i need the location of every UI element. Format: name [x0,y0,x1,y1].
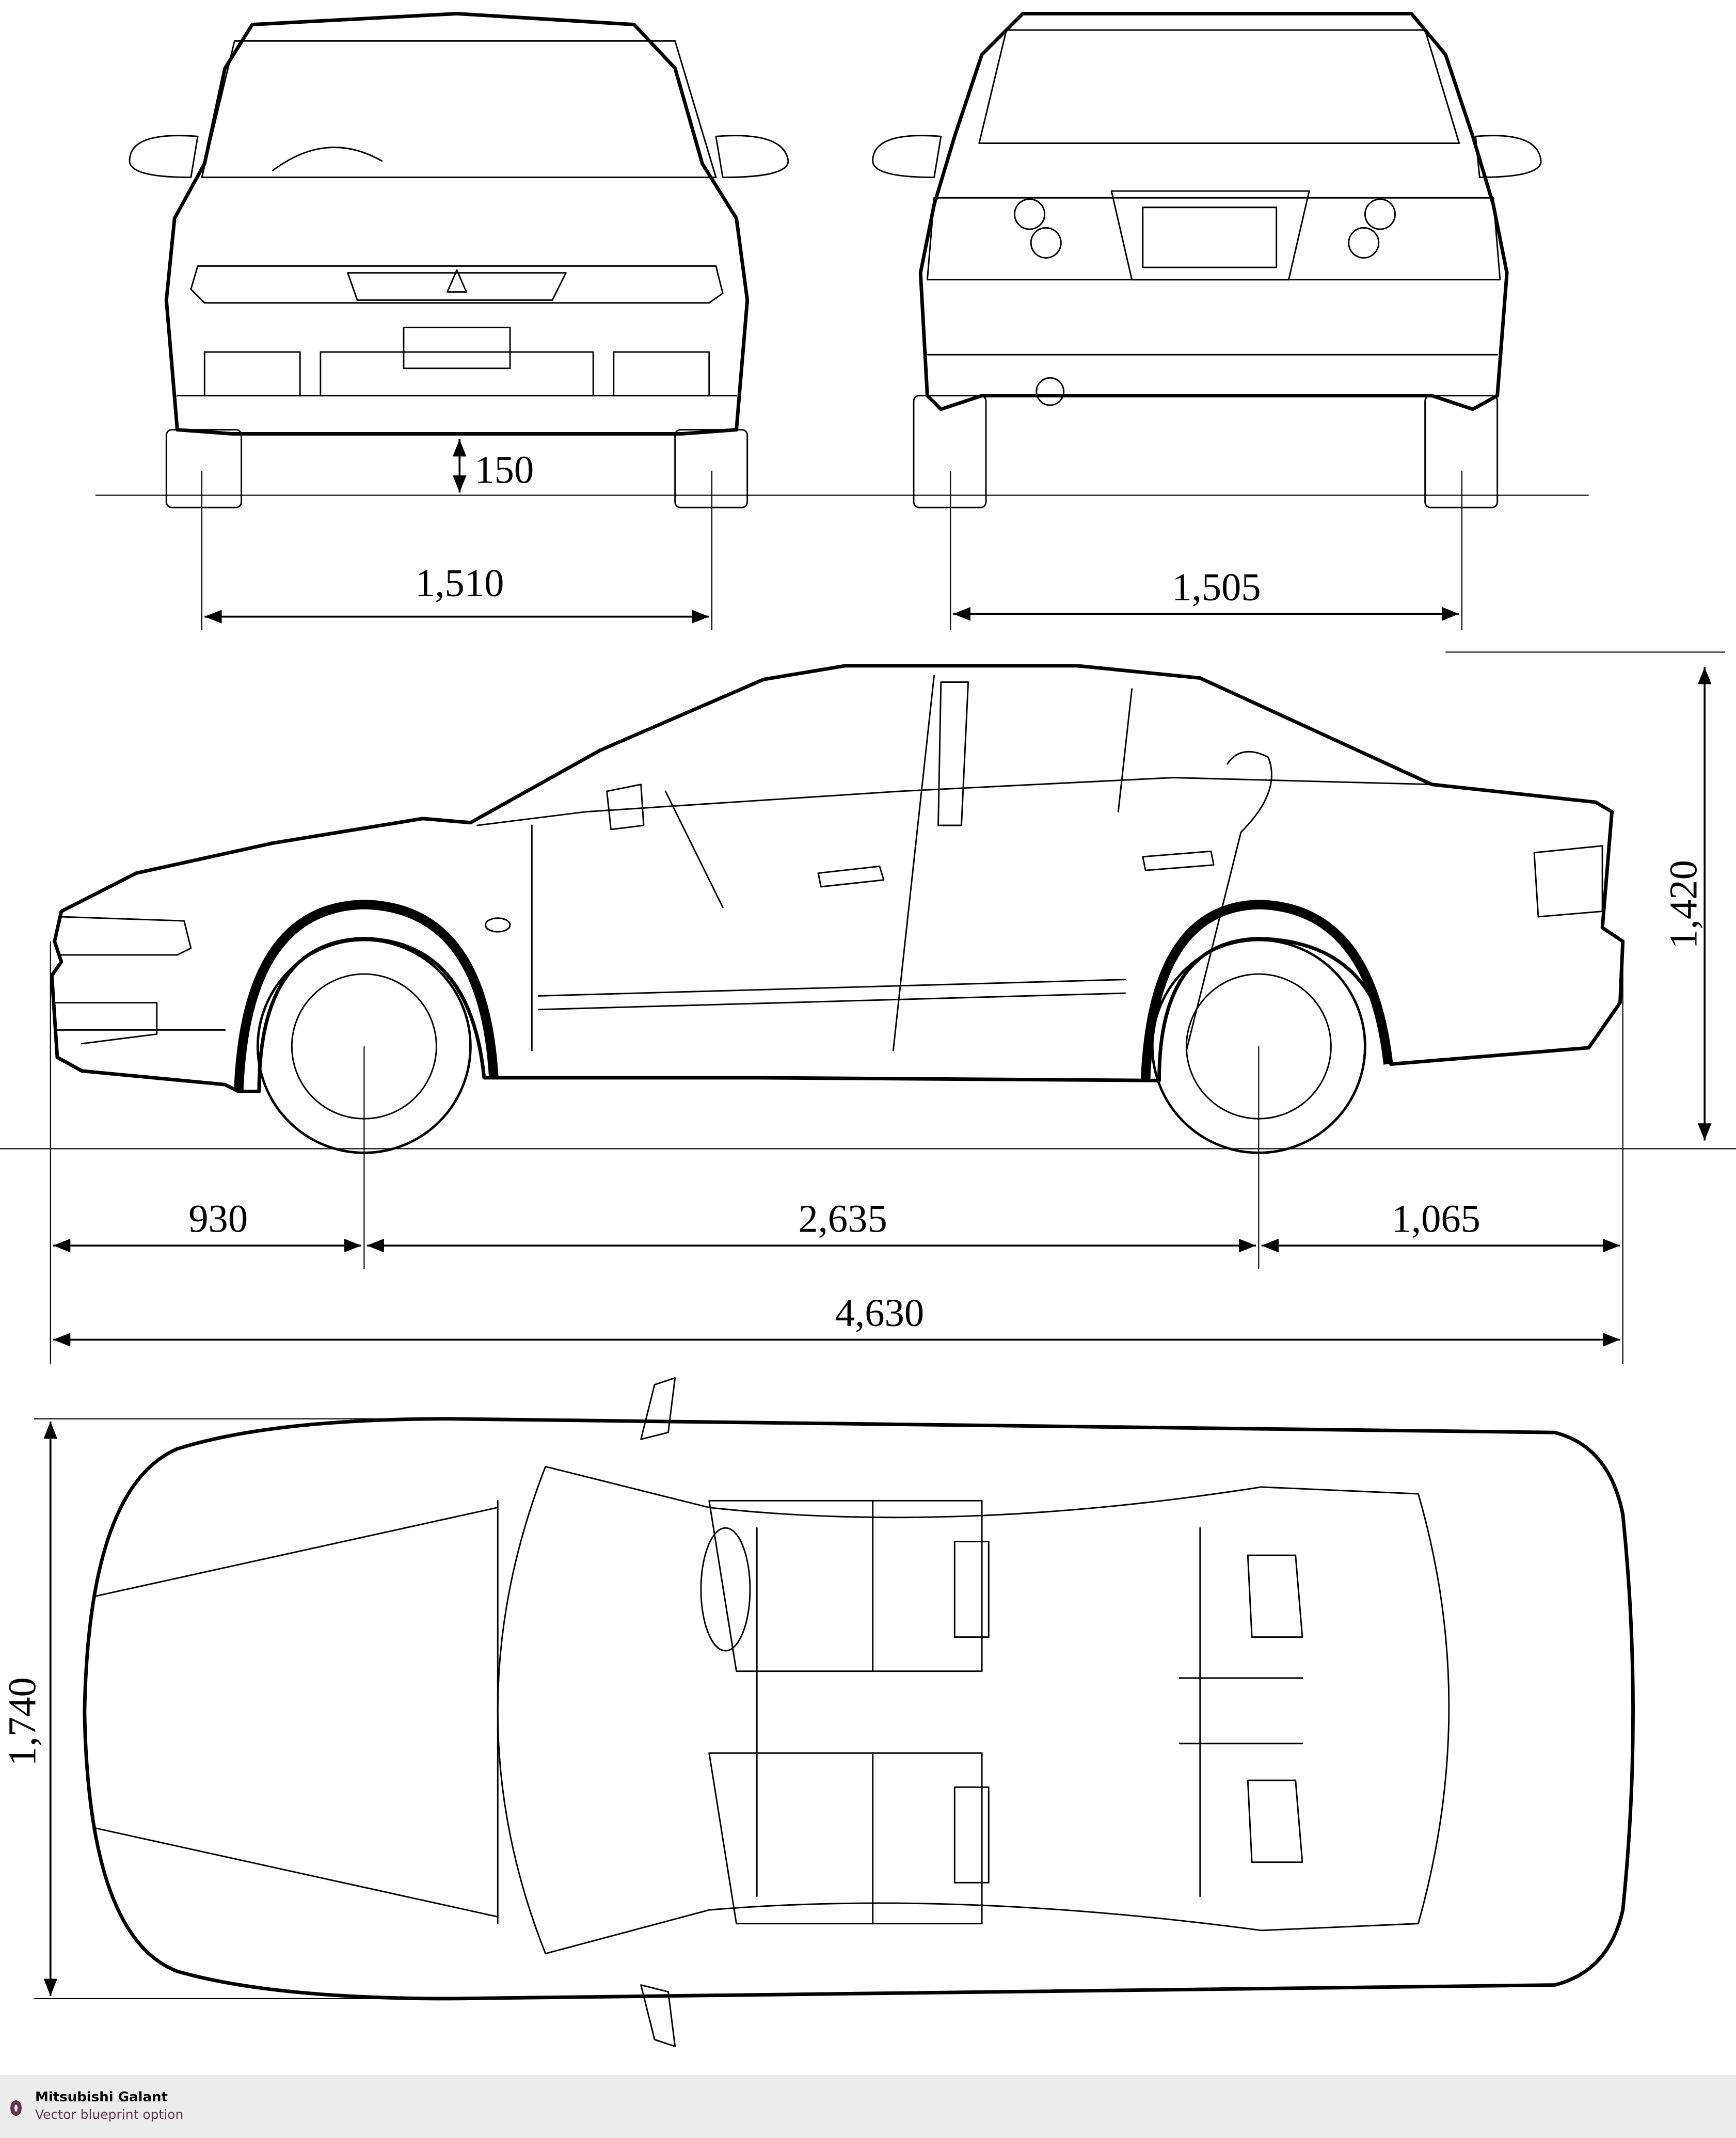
front-view [129,11,789,508]
front-track-label: 1,510 [415,561,504,605]
length-label: 4,630 [835,1291,924,1335]
circle-bullet-icon [10,2100,22,2116]
height-label: 1,420 [1661,860,1705,949]
ground-clearance-label: 150 [474,448,534,492]
footer-caption: Mitsubishi Galant Vector blueprint optio… [0,2075,1736,2138]
rear-overhang-label: 1,065 [1392,1197,1480,1241]
side-view [50,664,1625,1154]
model-title: Mitsubishi Galant [35,2089,168,2105]
caption-subtitle: Vector blueprint option [35,2107,184,2122]
rear-view [872,11,1542,508]
rear-track-label: 1,505 [1172,565,1261,609]
top-view [83,1377,1635,2047]
width-label: 1,740 [1,1677,44,1766]
front-overhang-label: 930 [188,1197,248,1241]
blueprint-drawing: 150 1,510 1,505 1,420 930 2,635 1,065 [0,11,1736,2047]
wheelbase-label: 2,635 [798,1197,887,1241]
